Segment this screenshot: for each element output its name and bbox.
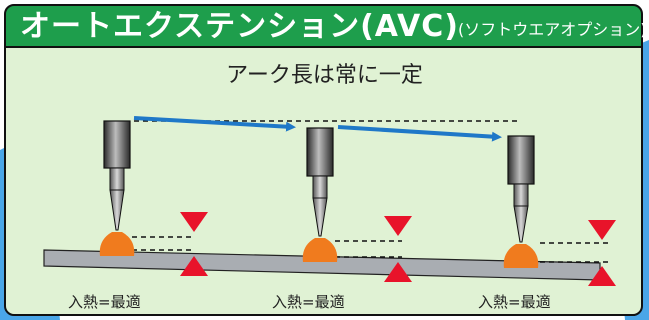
gap-marker-icon <box>180 212 616 286</box>
title-bar: オートエクステンション(AVC) (ソフトウエアオプション) <box>4 4 647 48</box>
diagram-heading: アーク長は常に一定 <box>226 63 423 88</box>
caption-2: 入熱=最適 <box>272 293 345 311</box>
reference-lines <box>132 120 608 263</box>
arc-icon <box>99 232 539 268</box>
caption-3: 入熱=最適 <box>478 293 551 311</box>
torch-icon <box>306 127 334 237</box>
torch-icon <box>507 135 535 243</box>
motion-arrow-icon <box>133 116 502 142</box>
title-subtitle: (ソフトウエアオプション) <box>458 20 647 39</box>
title-main: オートエクステンション(AVC) <box>20 9 459 44</box>
caption-1: 入熱=最適 <box>68 293 141 311</box>
torch-icon <box>103 120 131 231</box>
